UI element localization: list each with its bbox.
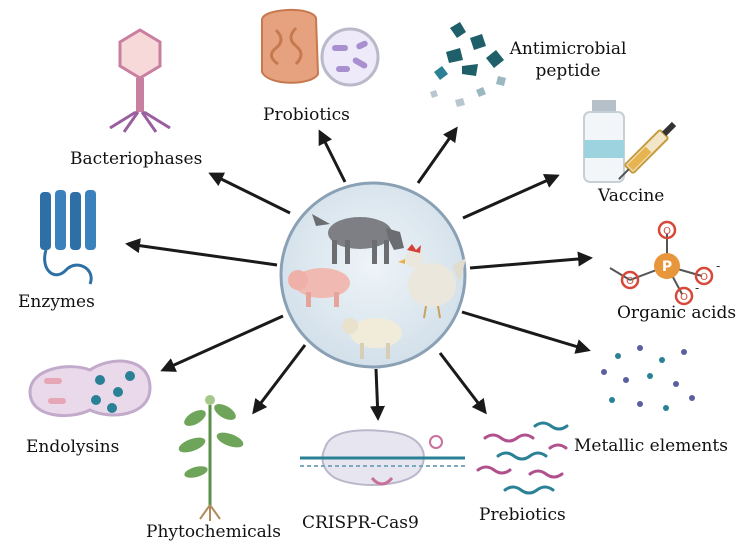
arrow-to-crispr — [370, 368, 386, 421]
arrow-to-prebiotics — [438, 352, 487, 415]
phytochemicals-plant-icon — [178, 395, 244, 521]
prebiotics-icon — [476, 421, 569, 495]
sheep-icon — [342, 318, 402, 359]
arrow-to-metallic-elements — [461, 310, 591, 354]
arrows — [125, 126, 593, 421]
arrow-to-enzymes — [125, 238, 278, 267]
chicken-icon — [398, 244, 466, 319]
oxygen-atom-label-bottom: O — [680, 292, 688, 303]
oxygen-atom-label-left: O — [626, 276, 634, 287]
label-crispr-cas9: CRISPR-Cas9 — [302, 513, 419, 533]
vaccine-icon — [583, 100, 677, 183]
arrow-to-phytochemicals — [252, 344, 307, 415]
label-endolysins: Endolysins — [26, 437, 120, 457]
charge-label-right: - — [716, 259, 720, 273]
metallic-elements-icon — [601, 345, 695, 411]
enzymes-icon — [40, 190, 96, 285]
bacteriophage-icon — [109, 28, 171, 133]
antimicrobial-peptide-icon — [430, 22, 506, 107]
arrow-to-bacteriophases — [208, 172, 291, 215]
label-phytochemicals: Phytochemicals — [146, 522, 281, 542]
label-organic-acids: Organic acids — [617, 303, 737, 323]
crispr-cas9-icon — [300, 429, 465, 486]
label-antimicrobial-peptide-line1: Antimicrobial — [509, 39, 627, 59]
phosphorus-atom-label: P — [662, 259, 672, 275]
organic-acid-molecule-icon: P O O O O - - — [609, 220, 720, 306]
oxygen-atom-label-top: O — [663, 226, 671, 237]
endolysins-cell-icon — [28, 359, 152, 417]
oxygen-atom-label-right: O — [700, 272, 708, 283]
pig-icon — [288, 268, 350, 307]
probiotics-icon — [261, 8, 380, 87]
label-enzymes: Enzymes — [18, 292, 95, 312]
label-antimicrobial-peptide-line2: peptide — [535, 61, 601, 81]
label-prebiotics: Prebiotics — [479, 505, 566, 525]
charge-label-bottom: - — [695, 281, 699, 295]
arrow-to-endolysins — [160, 314, 284, 372]
arrow-to-organic-acids — [469, 251, 593, 270]
arrow-to-probiotics — [318, 129, 347, 183]
label-metallic-elements: Metallic elements — [574, 436, 728, 456]
label-bacteriophases: Bacteriophases — [70, 149, 203, 169]
label-vaccine: Vaccine — [598, 186, 665, 206]
label-probiotics: Probiotics — [263, 105, 350, 125]
arrow-to-vaccine — [462, 174, 560, 220]
central-hub — [279, 181, 467, 369]
arrow-to-antimicrobial-peptide — [416, 126, 458, 184]
cow-icon — [312, 214, 404, 264]
